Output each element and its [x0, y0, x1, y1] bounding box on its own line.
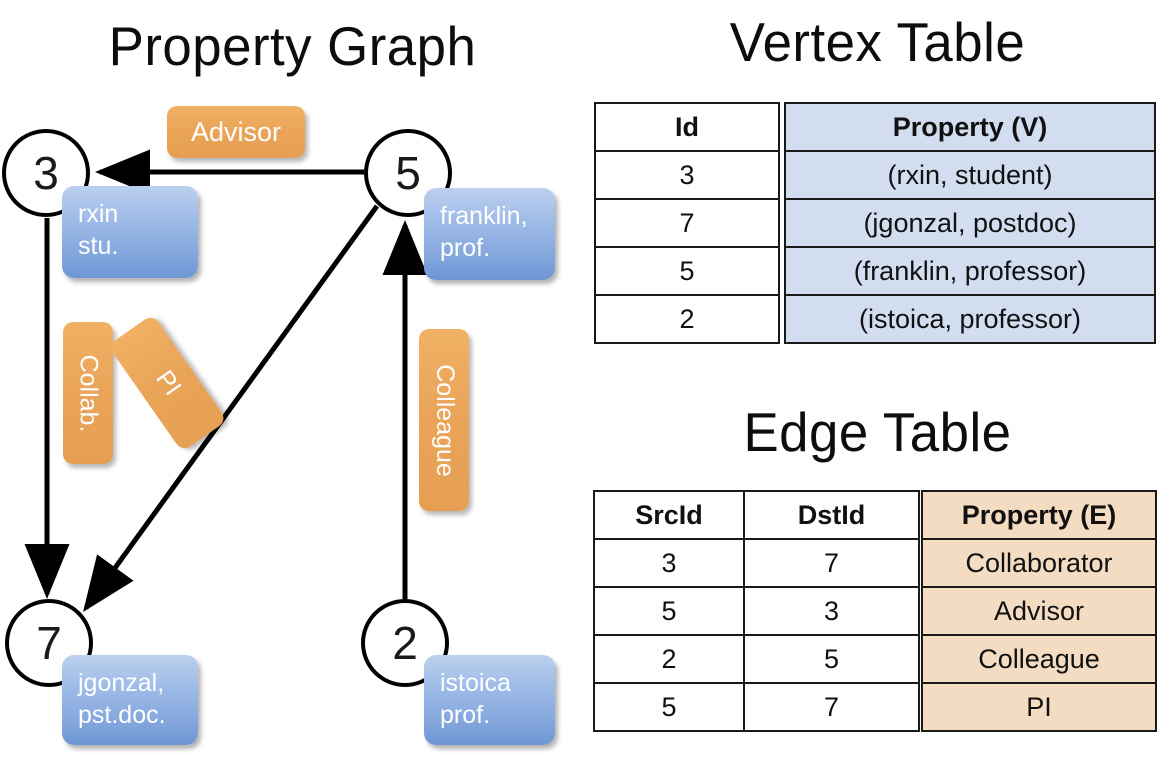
table-row: Advisor [921, 586, 1157, 636]
edge-table-header-dstid: DstId [743, 490, 920, 540]
page-title-edge-table: Edge Table [743, 401, 1012, 463]
edge-table-src-dst-columns: SrcId DstId 3 7 5 3 2 5 5 7 [593, 490, 920, 732]
edge-label-colleague-text: Colleague [430, 363, 459, 477]
edge-arrow-5-to-7 [83, 204, 380, 613]
table-row: (jgonzal, postdoc) [784, 198, 1156, 248]
edge-label-pi-text: PI [149, 365, 187, 401]
table-row: 7 [594, 198, 780, 248]
edge-table-cell-property: PI [921, 682, 1157, 732]
edge-table-cell-property: Advisor [921, 586, 1157, 636]
table-row: (franklin, professor) [784, 246, 1156, 296]
vertex-table-property-column: Property (V) (rxin, student) (jgonzal, p… [784, 102, 1156, 344]
edge-label-advisor: Advisor [167, 106, 305, 158]
vertex-table-header-id: Id [594, 102, 780, 152]
vertex-table-header-property: Property (V) [784, 102, 1156, 152]
vertex-table-cell-id: 7 [594, 198, 780, 248]
table-header-row: Id [594, 102, 780, 152]
graph-node-5[interactable]: 5 [364, 129, 452, 217]
page-title-vertex-table: Vertex Table [729, 11, 1026, 73]
table-row: Colleague [921, 634, 1157, 684]
edge-table-property-column: Property (E) Collaborator Advisor Collea… [921, 490, 1157, 732]
edge-table-cell-dstid: 7 [743, 682, 920, 732]
edge-table-cell-srcid: 5 [593, 682, 745, 732]
vertex-table-cell-id: 5 [594, 246, 780, 296]
property-graph-diagram: 3 5 7 2 rxin stu. franklin, prof. jgonza… [2, 106, 555, 745]
edge-table-cell-property: Collaborator [921, 538, 1157, 588]
edge-label-collab: Collab. [63, 322, 113, 464]
edge-table-cell-srcid: 3 [593, 538, 745, 588]
vertex-property-box-franklin: franklin, prof. [424, 188, 555, 280]
table-row: 3 [594, 150, 780, 200]
table-header-row: SrcId DstId [593, 490, 920, 540]
table-row: 2 [594, 294, 780, 344]
vertex-table-cell-property: (franklin, professor) [784, 246, 1156, 296]
edge-table-cell-dstid: 3 [743, 586, 920, 636]
table-row: (istoica, professor) [784, 294, 1156, 344]
graph-node-3-label: 3 [33, 147, 59, 199]
table-header-row: Property (V) [784, 102, 1156, 152]
vertex-table-id-column: Id 3 7 5 2 [594, 102, 780, 344]
graph-node-5-label: 5 [395, 147, 421, 199]
table-row: PI [921, 682, 1157, 732]
vertex-table-cell-id: 3 [594, 150, 780, 200]
edge-table-cell-dstid: 7 [743, 538, 920, 588]
graph-node-2-label: 2 [392, 617, 418, 669]
table-row: 5 3 [593, 586, 920, 636]
table-header-row: Property (E) [921, 490, 1157, 540]
vertex-table-cell-property: (rxin, student) [784, 150, 1156, 200]
edge-label-collab-text: Collab. [74, 354, 103, 432]
vertex-property-box-jgonzal: jgonzal, pst.doc. [62, 655, 198, 745]
table-row: 2 5 [593, 634, 920, 684]
edge-label-colleague: Colleague [419, 329, 469, 511]
graph-node-7-label: 7 [36, 617, 62, 669]
edge-table-cell-srcid: 5 [593, 586, 745, 636]
vertex-table-cell-id: 2 [594, 294, 780, 344]
vertex-property-box-istoica: istoica prof. [424, 655, 555, 745]
edge-table-header-srcid: SrcId [593, 490, 745, 540]
table-row: Collaborator [921, 538, 1157, 588]
edge-table-header-property: Property (E) [921, 490, 1157, 540]
table-row: 3 7 [593, 538, 920, 588]
edge-table-cell-dstid: 5 [743, 634, 920, 684]
vertex-property-box-rxin: rxin stu. [62, 186, 198, 278]
edge-label-advisor-text: Advisor [190, 116, 282, 147]
table-row: 5 7 [593, 682, 920, 732]
edge-table-cell-srcid: 2 [593, 634, 745, 684]
page-title-property-graph: Property Graph [108, 15, 477, 77]
table-row: (rxin, student) [784, 150, 1156, 200]
edge-table-cell-property: Colleague [921, 634, 1157, 684]
vertex-table-cell-property: (istoica, professor) [784, 294, 1156, 344]
graph-edges-svg [24, 149, 428, 613]
table-row: 5 [594, 246, 780, 296]
vertex-table-cell-property: (jgonzal, postdoc) [784, 198, 1156, 248]
graph-node-2[interactable]: 2 [361, 599, 449, 687]
